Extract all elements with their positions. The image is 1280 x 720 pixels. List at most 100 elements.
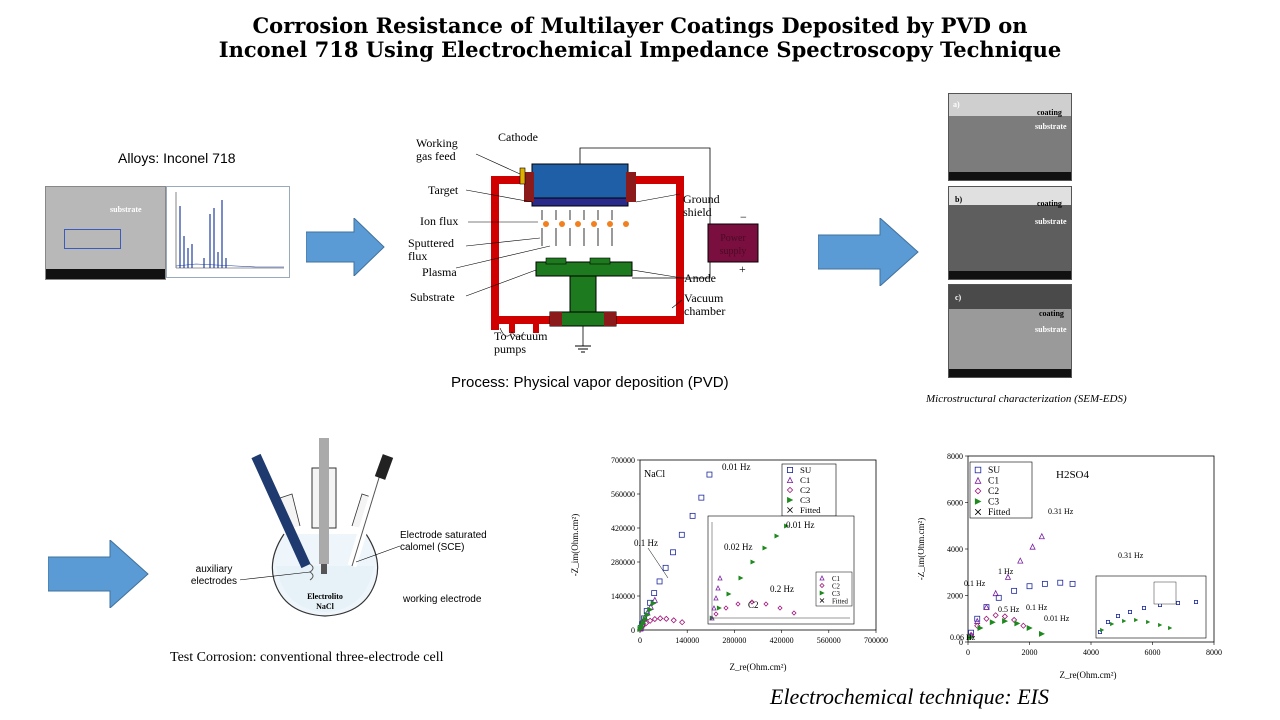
c1-legend-label-2: C2 — [800, 485, 810, 495]
c1-xtick-label-2: 280000 — [722, 636, 746, 645]
c2-point-c2-1 — [974, 622, 981, 629]
c1-legend-marker-0 — [786, 466, 793, 473]
c1-inset-point-c1-3 — [715, 585, 721, 591]
nacl-annot-01: 0.1 Hz — [634, 538, 658, 548]
pvd-label-power-supply: Power supply — [719, 233, 747, 257]
c1-ytick-label-3: 420000 — [611, 524, 635, 533]
c2-point-su-5 — [1026, 583, 1033, 590]
pvd-label-sputtered-flux: Sputtered flux — [408, 236, 454, 263]
c1-inset-point-c3-4 — [750, 559, 756, 565]
c1-point-c3-6 — [650, 600, 657, 607]
c1-inset-legend-marker-3 — [819, 598, 825, 603]
h2so4-xlabel: Z_re(Ohm.cm²) — [1060, 670, 1117, 680]
c2-inset-point-c3-3 — [1134, 617, 1139, 623]
c1-legend-label-0: SU — [800, 465, 812, 475]
sem-coating-b: coating — [1037, 199, 1062, 208]
c2-point-su-6 — [1041, 580, 1048, 587]
c2-legend-label-2: C2 — [988, 487, 999, 497]
cell-electrolyte-2: NaCl — [316, 602, 334, 611]
sem-panel-b: b) coating substrate — [948, 186, 1072, 280]
h2so4-annot-5: 0.1 Hz — [1026, 603, 1048, 612]
c1-ytick-label-5: 700000 — [611, 456, 635, 465]
c2-legend-marker-0 — [974, 466, 982, 474]
selection-box — [64, 229, 121, 249]
c1-inset-point-c3-5 — [762, 545, 768, 551]
three-electrode-cell — [240, 438, 401, 617]
alloys-caption: Alloys: Inconel 718 — [118, 150, 236, 166]
c2-point-c2-5 — [1011, 616, 1018, 623]
c1-inset-legend-label-0: C1 — [832, 576, 840, 583]
pvd-diagram — [455, 147, 759, 353]
c1-ytick-label-2: 280000 — [611, 558, 635, 567]
c2-inset-point-su-3 — [1127, 609, 1132, 614]
pvd-label-plasma: Plasma — [422, 265, 457, 279]
pvd-label-anode: Anode — [684, 271, 716, 285]
c2-legend-label-4: Fitted — [988, 508, 1010, 518]
c1-ytick-label-0: 0 — [631, 626, 635, 635]
sem-panel-c: c) coating substrate — [948, 284, 1072, 378]
c2-legend-label-0: SU — [988, 466, 1000, 476]
c2-inset-point-c3-6 — [1168, 625, 1173, 631]
c1-inset-point-c3-0 — [709, 615, 715, 621]
sem-coating-c: coating — [1039, 309, 1064, 318]
c2-point-su-1 — [974, 615, 981, 622]
c1-point-c2-7 — [670, 617, 677, 624]
c2-legend-marker-3 — [974, 498, 982, 505]
c2-inset-point-c3-5 — [1158, 622, 1163, 628]
pvd-label-plus: + — [739, 262, 746, 276]
c1-point-c3-2 — [640, 620, 647, 627]
title-line-1: Corrosion Resistance of Multilayer Coati… — [252, 13, 1028, 38]
cell-caption: Test Corrosion: conventional three-elect… — [170, 650, 444, 665]
c1-point-su-10 — [689, 512, 696, 519]
c1-point-c3-3 — [642, 616, 649, 623]
c2-point-c2-6 — [1020, 622, 1027, 629]
c2-legend-label-1: C1 — [988, 477, 999, 487]
nacl-xlabel: Z_re(Ohm.cm²) — [730, 662, 787, 672]
h2so4-annot-2: 1 Hz — [998, 567, 1014, 576]
c1-legend-marker-1 — [786, 476, 794, 483]
c1-ytick-label-4: 560000 — [611, 490, 635, 499]
c1-legend-label-1: C1 — [800, 475, 810, 485]
c1-inset-point-c2-0 — [713, 611, 719, 617]
c2-point-c3-1 — [977, 625, 984, 632]
sem-letter-c: c) — [955, 293, 962, 302]
c2-inset-point-su-7 — [1193, 599, 1198, 604]
c1-xtick-label-3: 420000 — [770, 636, 794, 645]
c2-point-c2-3 — [992, 612, 999, 619]
pvd-label-vacuum-chamber: Vacuum chamber — [684, 291, 726, 318]
cell-label-aux: auxiliary electrodes — [190, 564, 238, 587]
sem-letter-a: a) — [953, 100, 960, 109]
c1-inset-point-c2-2 — [735, 601, 741, 607]
c1-point-c3-4 — [644, 611, 651, 618]
h2so4-annot-6: 0.01 Hz — [1044, 614, 1070, 623]
nacl-ylabel: -Z_im(Ohm.cm²) — [570, 514, 580, 576]
c2-inset-point-su-6 — [1175, 600, 1180, 605]
h2so4-title: H2SO4 — [1056, 469, 1090, 481]
c2-point-c2-2 — [983, 615, 990, 622]
c2-xtick-label-2: 4000 — [1083, 648, 1099, 657]
c2-point-c1-7 — [1038, 532, 1045, 540]
c2-point-su-7 — [1057, 579, 1064, 586]
nacl-title: NaCl — [644, 469, 665, 480]
arrow-right-2 — [818, 218, 919, 286]
c2-ytick-label-0: 0 — [959, 638, 963, 647]
c2-point-c3-6 — [1039, 630, 1045, 637]
c1-point-su-5 — [651, 590, 658, 596]
nacl-inset-annot-3: 0.2 Hz — [770, 584, 794, 594]
nacl-annot-001: 0.01 Hz — [722, 462, 751, 472]
c2-xtick-label-4: 8000 — [1206, 648, 1222, 657]
eis-caption: Electrochemical technique: EIS — [770, 684, 1049, 709]
c2-inset-point-su-4 — [1141, 605, 1146, 610]
sem-substrate-a: substrate — [1035, 122, 1067, 131]
arrow-right-3 — [48, 540, 149, 608]
nacl-inset — [707, 515, 855, 625]
c2-inset-point-c3-2 — [1122, 618, 1127, 624]
c2-legend-marker-2 — [974, 487, 982, 495]
h2so4-inset — [1095, 575, 1207, 639]
sem-info-bar — [46, 269, 165, 279]
h2so4-annot-4: 0.5 Hz — [998, 605, 1020, 614]
c2-point-c1-4 — [1004, 573, 1012, 580]
c2-inset-point-su-0 — [1097, 629, 1102, 634]
c2-point-su-3 — [995, 594, 1002, 601]
c1-inset-point-c2-5 — [777, 605, 783, 611]
